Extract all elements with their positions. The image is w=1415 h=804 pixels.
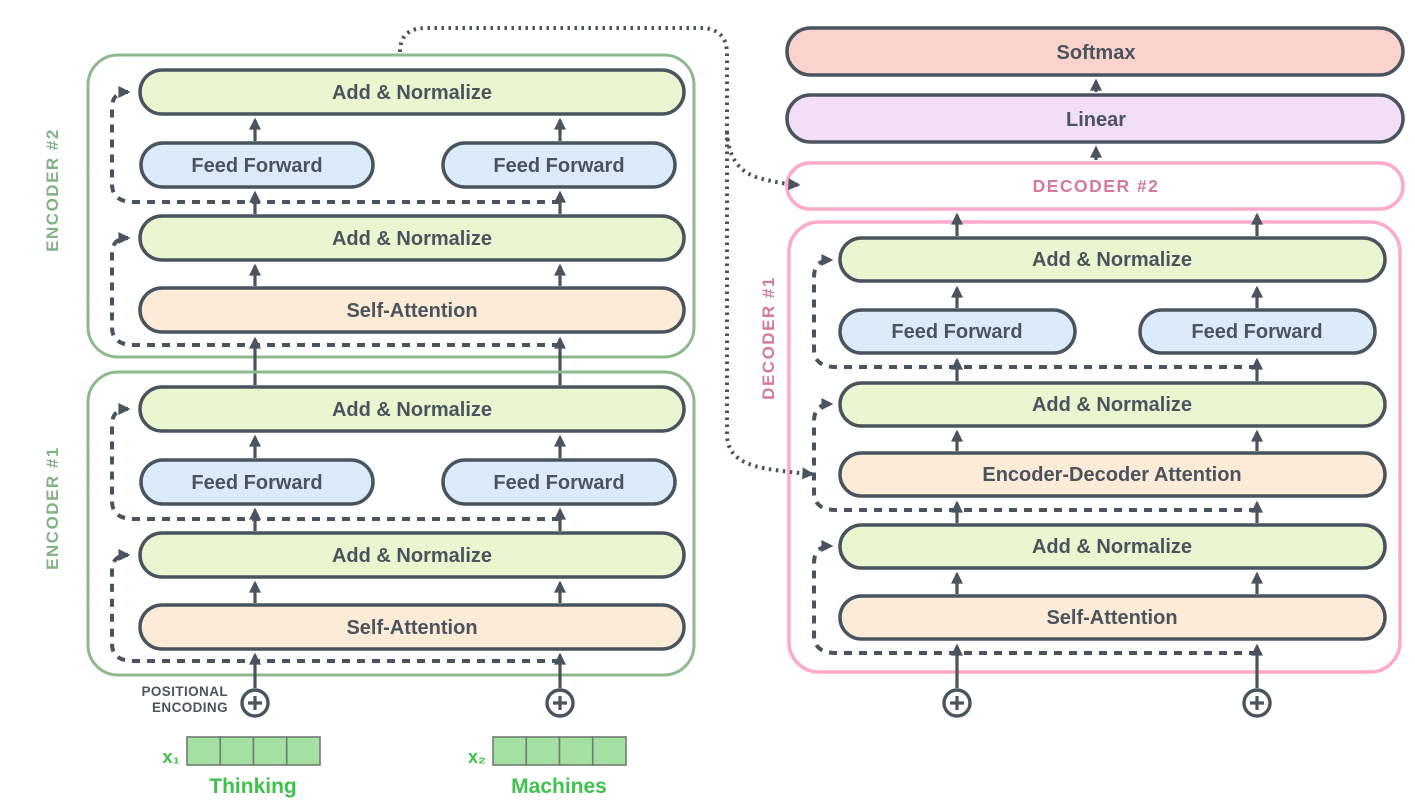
encoder-output-context-lines <box>398 26 815 480</box>
encoder1-residual-selfattn-dashed <box>110 549 560 663</box>
token-thinking-label: Thinking <box>209 775 297 798</box>
encoder1-self-attention-label: Self-Attention <box>346 617 477 639</box>
encoder1-add-normalize-bottom-box <box>138 531 686 579</box>
encoder-1: ENCODER #1 Add & Normalize Feed Forward … <box>43 370 696 688</box>
encoder2-feed-forward-left-label: Feed Forward <box>191 155 322 177</box>
encoder1-feed-forward-left-label: Feed Forward <box>191 472 322 494</box>
x2-embedding-cell <box>492 736 528 766</box>
decoder1-add-normalize-bottom-box <box>838 523 1387 570</box>
x1-label: x₁ <box>163 747 180 767</box>
token-machines-label: Machines <box>511 775 607 798</box>
decoder2-box <box>785 161 1405 211</box>
encoder2-label: ENCODER #2 <box>43 128 62 252</box>
encoder2-add-normalize-top-box <box>138 68 686 116</box>
x1-embedding-vector <box>186 736 321 766</box>
decoder1-frame <box>787 220 1402 674</box>
decoder1-residual-ff-dashed <box>812 254 1257 369</box>
decoder1-label: DECODER #1 <box>759 276 778 400</box>
decoder1-feed-forward-right-label: Feed Forward <box>1191 321 1322 343</box>
decoder1-feed-forward-left-box <box>838 308 1077 355</box>
decoder1-add-normalize-top-label: Add & Normalize <box>1032 249 1192 271</box>
linear-label: Linear <box>1066 109 1126 131</box>
encoder-2: ENCODER #2 Add & Normalize Feed Forward … <box>43 53 696 385</box>
encoder2-feed-forward-left-box <box>139 141 375 189</box>
input-embeddings: x₁ Thinking x₂ Machines <box>163 736 627 798</box>
positional-encoding-adders: POSITIONAL ENCODING <box>141 684 1272 718</box>
encoder2-frame <box>86 53 696 359</box>
x2-embedding-cell <box>591 736 627 766</box>
plus-circle-icon-decoder-left <box>942 688 972 718</box>
encoder1-feed-forward-right-box <box>441 458 677 506</box>
output-head: Softmax Linear DECODER #2 <box>785 26 1405 211</box>
encoder2-add-normalize-bottom-label: Add & Normalize <box>332 228 492 250</box>
plus-circle-icon-encoder-right <box>545 688 575 718</box>
decoder1-feed-forward-left-label: Feed Forward <box>891 321 1022 343</box>
x2-embedding-cell <box>525 736 561 766</box>
x1-embedding-cell <box>219 736 255 766</box>
encoder1-feed-forward-left-box <box>139 458 375 506</box>
encoder1-label: ENCODER #1 <box>43 446 62 570</box>
x1-embedding-cell <box>285 736 321 766</box>
encoder-output-to-encdec-attention-dotted-arrow <box>398 26 815 480</box>
encoder1-frame <box>86 370 696 677</box>
decoder1-self-attention-label: Self-Attention <box>1046 607 1177 629</box>
encoder1-add-normalize-top-box <box>138 385 686 433</box>
encoder1-add-normalize-top-label: Add & Normalize <box>332 399 492 421</box>
encoder1-self-attention-box <box>138 603 686 651</box>
linear-box <box>785 93 1405 144</box>
decoder1-add-normalize-mid-label: Add & Normalize <box>1032 394 1192 416</box>
positional-encoding-label-line2: ENCODING <box>152 700 228 715</box>
decoder1-self-attention-box <box>838 594 1387 641</box>
decoder1-add-normalize-bottom-label: Add & Normalize <box>1032 536 1192 558</box>
decoder1-residual-selfattn-dashed <box>812 540 1257 655</box>
encoder1-add-normalize-bottom-label: Add & Normalize <box>332 545 492 567</box>
x1-embedding-cell <box>186 736 222 766</box>
decoder1-encoder-decoder-attention-label: Encoder-Decoder Attention <box>982 464 1241 486</box>
encoder1-feed-forward-right-label: Feed Forward <box>493 472 624 494</box>
positional-encoding-label-line1: POSITIONAL <box>141 684 228 699</box>
decoder1-residual-encdec-dashed <box>812 398 1257 512</box>
encoder-output-to-decoder2-dotted-arrow <box>725 131 801 191</box>
encoder2-self-attention-box <box>138 286 686 334</box>
plus-circle-icon-decoder-right <box>1242 688 1272 718</box>
softmax-box <box>785 26 1405 77</box>
decoder1-encoder-decoder-attention-box <box>838 451 1387 498</box>
softmax-label: Softmax <box>1057 42 1136 64</box>
decoder-1: DECODER #1 Add & Normalize Feed Forward … <box>759 212 1402 688</box>
decoder1-add-normalize-top-box <box>838 236 1387 283</box>
plus-circle-icon-encoder-left <box>240 688 270 718</box>
encoder2-feed-forward-right-box <box>441 141 677 189</box>
encoder2-self-attention-label: Self-Attention <box>346 300 477 322</box>
encoder2-add-normalize-top-label: Add & Normalize <box>332 82 492 104</box>
x2-embedding-vector <box>492 736 627 766</box>
encoder2-feed-forward-right-label: Feed Forward <box>493 155 624 177</box>
decoder1-add-normalize-mid-box <box>838 381 1387 428</box>
encoder2-add-normalize-bottom-box <box>138 214 686 262</box>
decoder2-label: DECODER #2 <box>1033 176 1160 196</box>
x1-embedding-cell <box>252 736 288 766</box>
x2-embedding-cell <box>558 736 594 766</box>
decoder1-feed-forward-right-box <box>1138 308 1377 355</box>
x2-label: x₂ <box>468 747 486 767</box>
